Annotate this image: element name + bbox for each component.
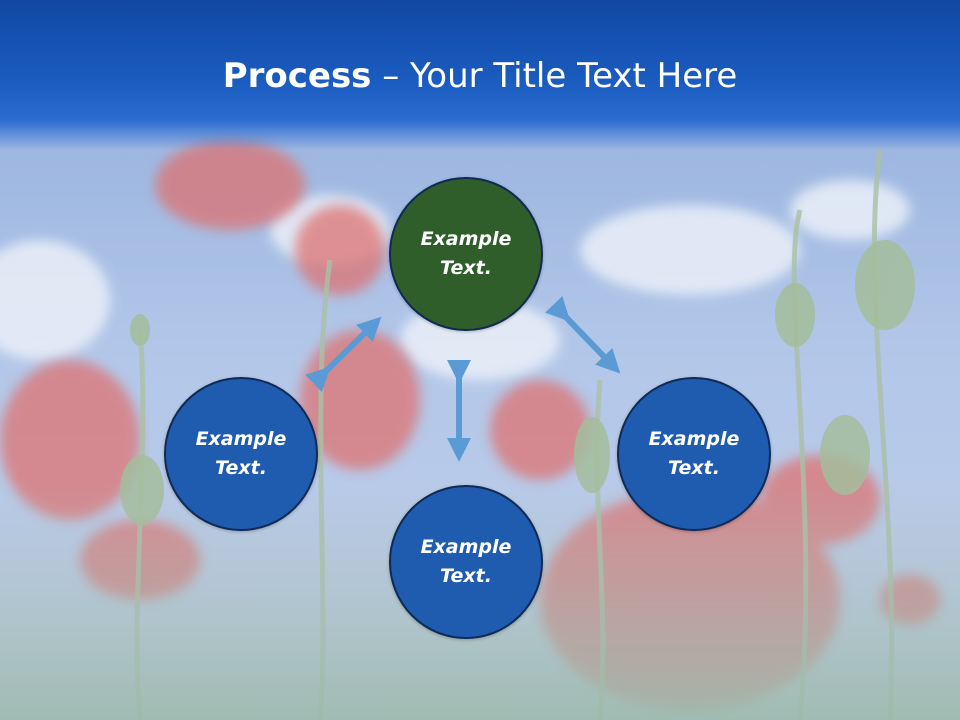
node-bottom-line1: Example	[420, 536, 512, 558]
title-banner	[0, 0, 960, 150]
node-left-line1: Example	[195, 428, 287, 450]
double-arrow-icon	[305, 316, 382, 392]
node-top-line2: Text.	[440, 257, 492, 279]
slide-title: Process – Your Title Text Here	[0, 54, 960, 98]
node-top-line1: Example	[420, 228, 512, 250]
node-right-line2: Text.	[668, 457, 720, 479]
title-rest: – Your Title Text Here	[371, 56, 738, 96]
double-arrow-icon	[545, 296, 621, 374]
node-right-line1: Example	[648, 428, 740, 450]
node-left-line2: Text.	[215, 457, 267, 479]
title-bold: Process	[222, 56, 372, 96]
node-bottom-line2: Text.	[440, 565, 492, 587]
